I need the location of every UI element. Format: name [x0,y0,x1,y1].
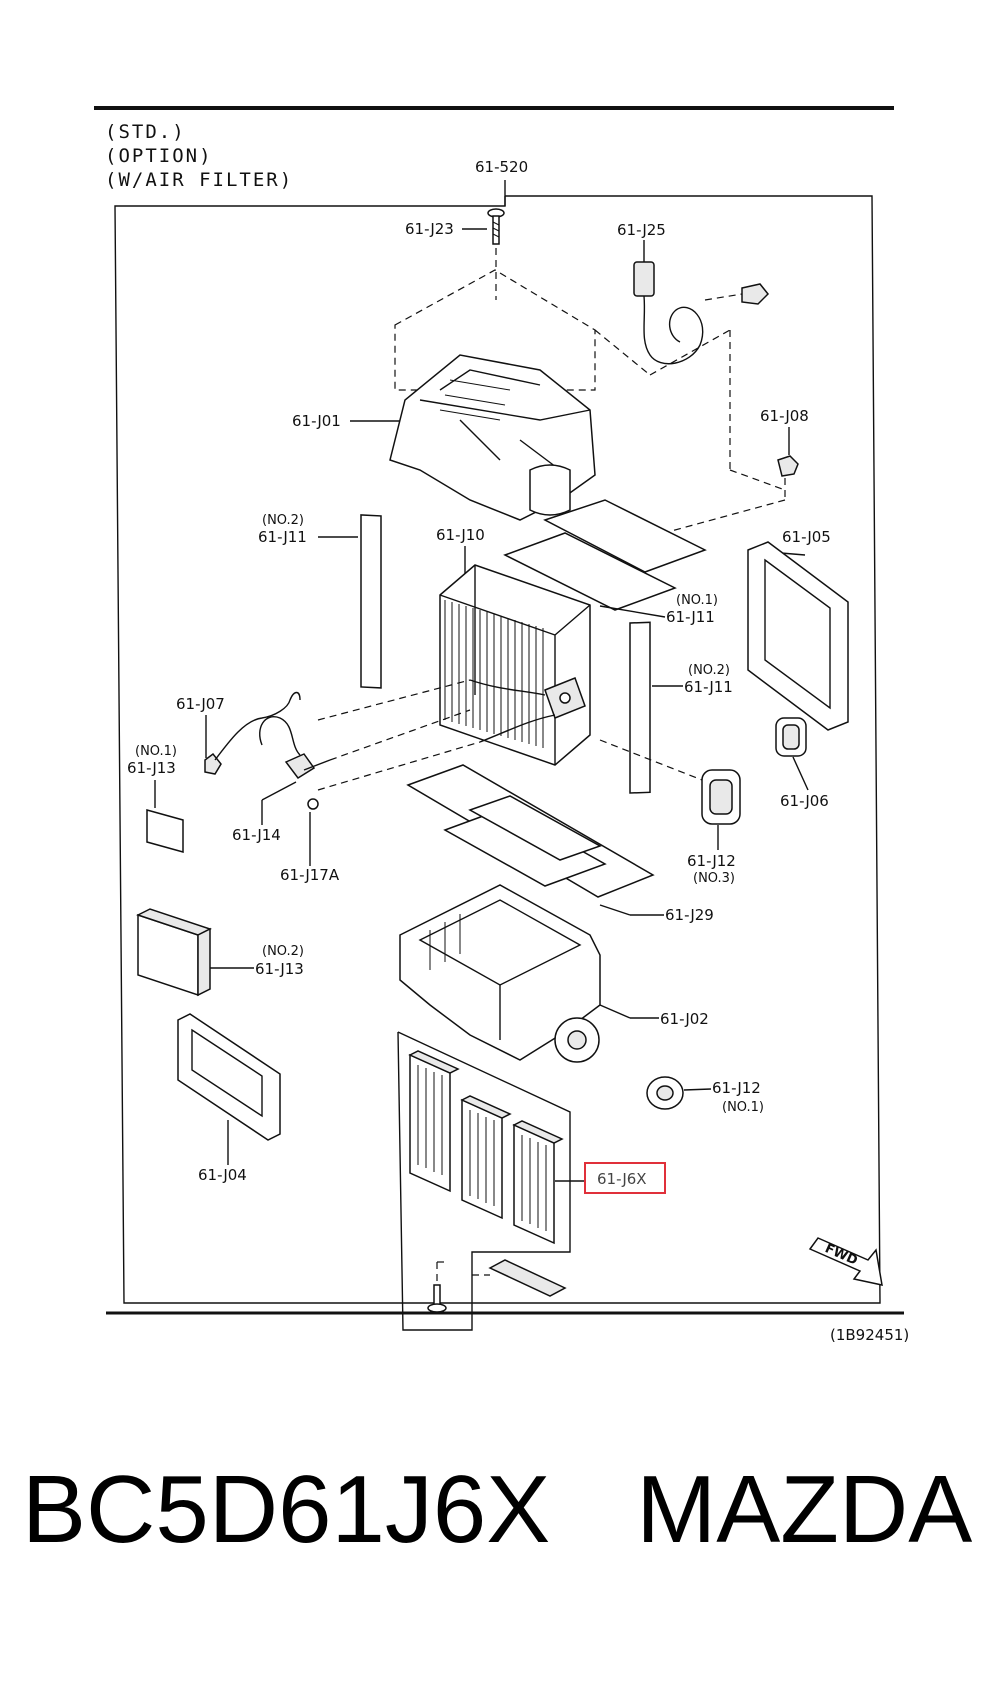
air-filter-elements-icon [408,1050,564,1245]
label-61-520: 61-520 [475,158,528,176]
label-61-J29: 61-J29 [665,906,714,924]
label-61-J02: 61-J02 [660,1010,709,1028]
packing-no3-icon [701,769,741,825]
svg-text:FWD: FWD [823,1241,860,1269]
header-option: (OPTION) [105,145,213,167]
large-filter-icon [136,908,212,997]
filter-cover-icon [488,1259,567,1297]
label-61-J23: 61-J23 [405,220,454,238]
label-61-J6X[interactable]: 61-J6X [597,1170,647,1188]
label-61-J14: 61-J14 [232,826,281,844]
filter-subassembly-frame [397,1031,571,1331]
label-61-J06: 61-J06 [780,792,829,810]
seal-strip-right [629,621,651,794]
brand-name: MAZDA [636,1456,973,1563]
label-61-J11-no1: 61-J11 [666,608,715,626]
label-61-J25: 61-J25 [617,221,666,239]
sensor-harness-icon [633,261,770,365]
label-61-J12-no3-note: (NO.3) [693,871,735,886]
filter-frame-lower-icon [177,1013,281,1141]
label-61-J12-no1-note: (NO.1) [722,1100,764,1115]
header-air-filter: (W/AIR FILTER) [105,169,293,191]
filter-plates-upper [503,499,707,611]
fwd-arrow-icon: FWD [808,1237,883,1286]
label-61-J01: 61-J01 [292,412,341,430]
label-61-J10: 61-J10 [436,526,485,544]
label-61-J13-no1: 61-J13 [127,759,176,777]
part-number: BC5D61J6X [22,1456,551,1563]
label-61-J11-no2-right: 61-J11 [684,678,733,696]
grommet-icon [775,717,807,757]
label-61-J07: 61-J07 [176,695,225,713]
label-61-J11-no2-right-note: (NO.2) [688,663,730,678]
clip-icon [777,455,799,477]
seal-strip-left [360,514,382,689]
label-61-J11-no2-left-note: (NO.2) [262,513,304,528]
evaporator-icon [439,564,591,766]
label-61-J13-no2: 61-J13 [255,960,304,978]
thermistor-icon [204,691,301,775]
label-61-J05: 61-J05 [782,528,831,546]
label-61-J17A: 61-J17A [280,866,340,884]
header-std: (STD.) [105,121,186,143]
label-61-J11-no1-note: (NO.1) [676,593,718,608]
label-61-J13-no2-note: (NO.2) [262,944,304,959]
expansion-valve-icon [259,716,331,780]
label-61-J08: 61-J08 [760,407,809,425]
filter-frame-upper-icon [747,541,849,731]
screw-lower-icon [427,1284,447,1313]
lower-case-icon [399,884,601,1063]
label-61-J12-no3: 61-J12 [687,852,736,870]
gasket-plates-icon [406,764,655,898]
label-61-J11-no2-left: 61-J11 [258,528,307,546]
o-ring-icon [307,798,319,810]
packing-no1-icon [646,1076,684,1110]
small-filter-icon [146,809,184,853]
screw-icon [487,208,505,245]
label-61-J12-no1: 61-J12 [712,1079,761,1097]
label-61-J04: 61-J04 [198,1166,247,1184]
label-61-J13-no1-note: (NO.1) [135,744,177,759]
diagram-code: (1B92451) [830,1326,909,1344]
upper-case-icon [389,354,596,521]
highlight-box [584,1162,666,1194]
